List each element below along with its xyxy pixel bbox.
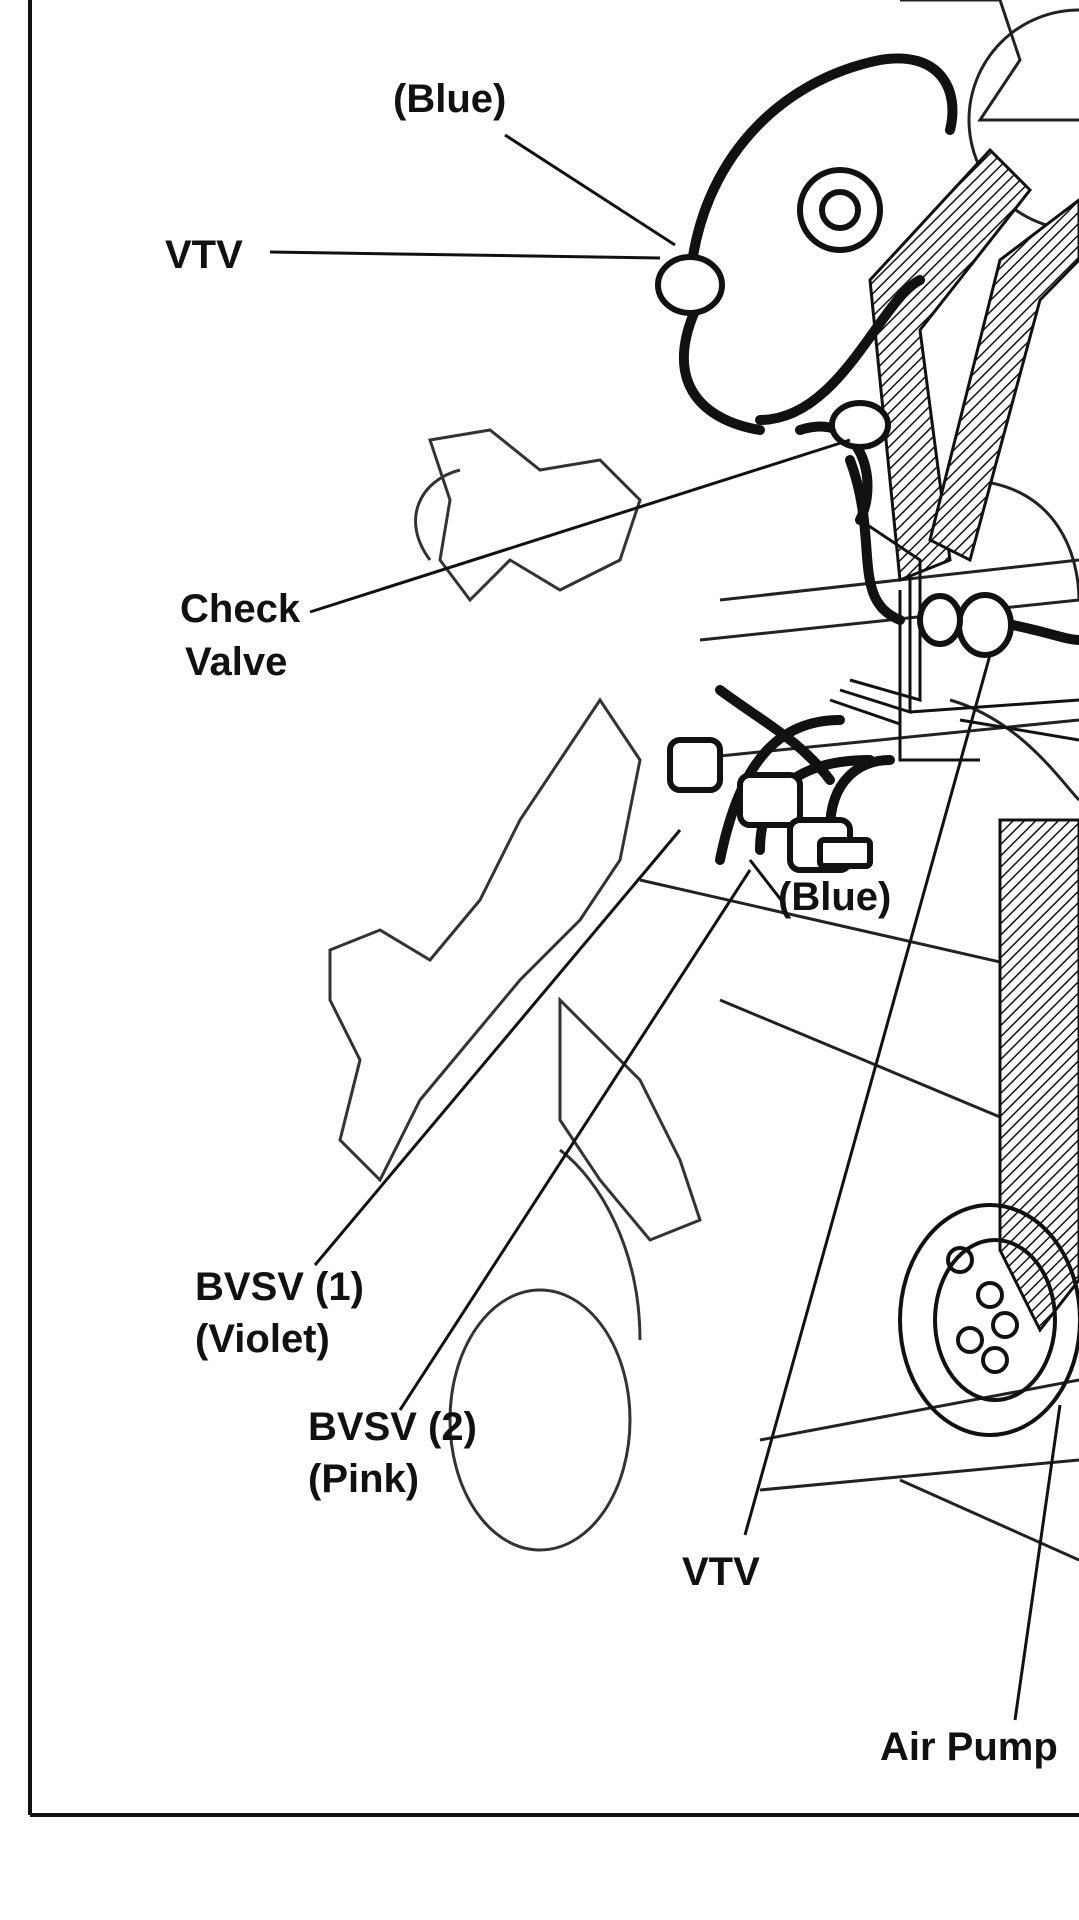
drive-belts xyxy=(868,147,1079,1333)
label-vtv-top: VTV xyxy=(165,233,243,277)
label-bvsv1-line1: BVSV (1) xyxy=(195,1265,364,1309)
label-blue-mid: (Blue) xyxy=(778,875,891,919)
diagram-frame xyxy=(28,0,1079,1817)
label-blue-top: (Blue) xyxy=(393,77,506,121)
label-bvsv2-line2: (Pink) xyxy=(308,1457,419,1501)
label-check-valve-line1: Check xyxy=(180,587,301,631)
air-pump-pulley xyxy=(898,1203,1079,1437)
callout-labels: (Blue) VTV Check Valve (Blue) BVSV (1) (… xyxy=(165,77,1058,1769)
label-bvsv1-line2: (Violet) xyxy=(195,1317,330,1361)
leader-lines xyxy=(269,133,1062,1721)
label-check-valve-line2: Valve xyxy=(185,640,287,684)
vacuum-fittings xyxy=(655,167,1014,873)
label-vtv-bottom: VTV xyxy=(682,1550,760,1594)
label-air-pump: Air Pump xyxy=(880,1725,1058,1769)
label-bvsv2-line1: BVSV (2) xyxy=(308,1405,477,1449)
cooling-fan xyxy=(328,428,702,1552)
